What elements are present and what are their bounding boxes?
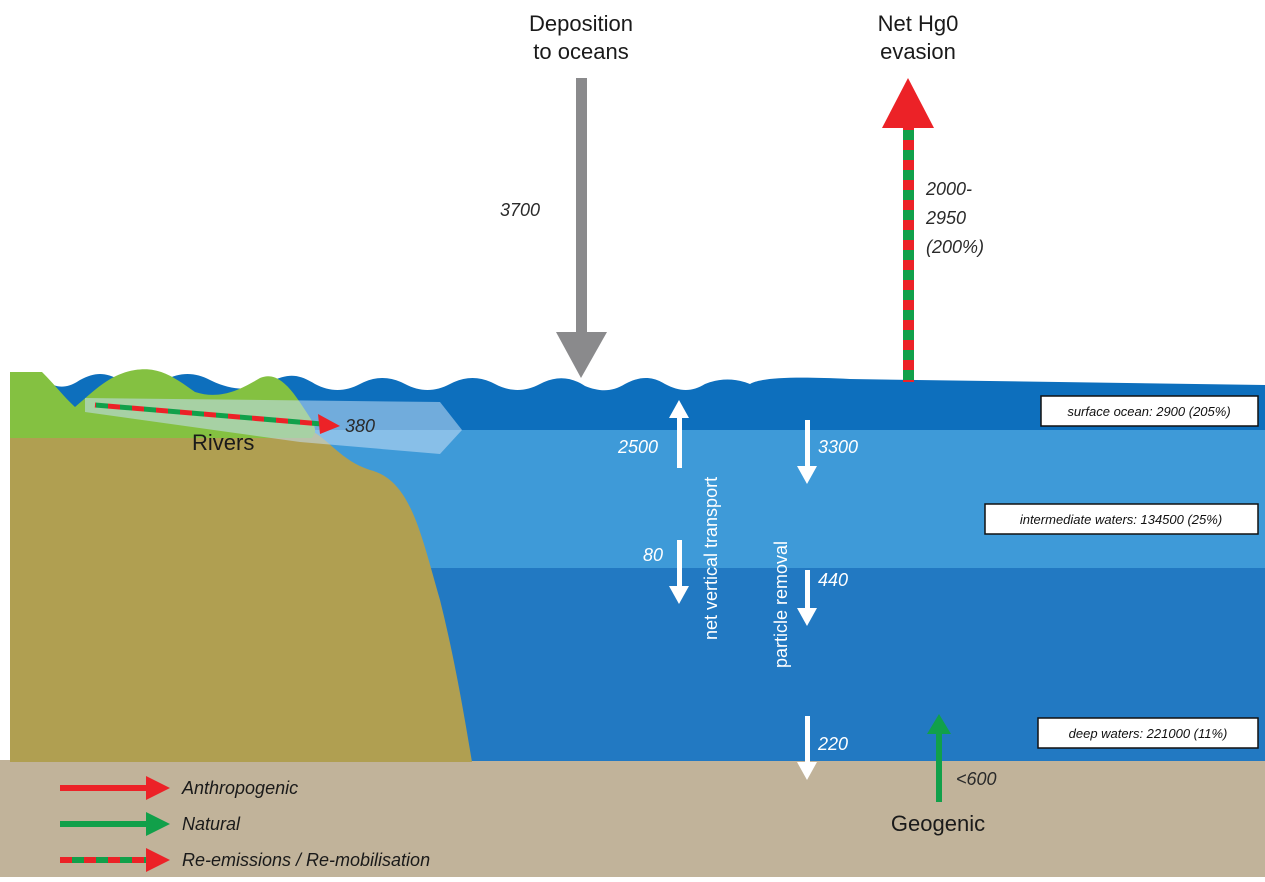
geogenic-label: Geogenic: [891, 811, 985, 836]
rivers-value: 380: [345, 416, 375, 436]
deposition-arrow-shaft: [576, 78, 587, 338]
intermediate-reservoir-box: [984, 503, 1259, 535]
intermediate-reservoir-label: intermediate waters: 134500 (25%): [1020, 512, 1222, 527]
geogenic-value: <600: [956, 769, 997, 789]
deposition-arrow-head: [556, 332, 607, 378]
down-arrow-surface-shaft: [805, 420, 810, 472]
down-deep-value: 220: [817, 734, 848, 754]
down-arrow-surface-head: [797, 466, 817, 484]
river-arrow-head: [318, 414, 340, 434]
deposition-title-line2: to oceans: [533, 39, 628, 64]
legend-anthropogenic-label: Anthropogenic: [181, 778, 298, 798]
evasion-value-line3: (200%): [926, 237, 984, 257]
land-mass: [10, 430, 472, 762]
geogenic-arrow-head: [927, 714, 951, 734]
evasion-value-line2: 2950: [925, 208, 966, 228]
legend-anthropogenic-shaft: [60, 785, 150, 791]
particle-removal-label: particle removal: [771, 541, 791, 668]
down-arrow-deep-head: [797, 762, 817, 780]
down-intermediate-right-value: 440: [818, 570, 848, 590]
down-arrow-intermediate-right-head: [797, 608, 817, 626]
rivers-label: Rivers: [192, 430, 254, 455]
evasion-arrow-head: [882, 78, 934, 128]
down-intermediate-left-value: 80: [643, 545, 663, 565]
legend-remobilisation-label: Re-emissions / Re-mobilisation: [182, 850, 430, 870]
down-arrow-intermediate-left-shaft: [677, 540, 682, 592]
up-arrow-surface-shaft: [677, 412, 682, 468]
legend-natural-shaft: [60, 821, 150, 827]
geogenic-arrow-shaft: [936, 730, 942, 802]
evasion-value-line1: 2000-: [925, 179, 972, 199]
legend: Anthropogenic Natural Re-emissions / Re-…: [60, 776, 430, 872]
sediment-floor: [0, 760, 1265, 877]
evasion-title-line1: Net Hg0: [878, 11, 959, 36]
river-arrow-shaft: [94, 402, 323, 427]
down-arrow-deep-shaft: [805, 716, 810, 766]
legend-natural-head: [146, 812, 170, 836]
legend-anthropogenic-head: [146, 776, 170, 800]
net-vertical-transport-label: net vertical transport: [701, 477, 721, 640]
evasion-arrow-shaft: [903, 110, 914, 382]
legend-remobilisation-head: [146, 848, 170, 872]
deposition-value: 3700: [500, 200, 540, 220]
evasion-title-line2: evasion: [880, 39, 956, 64]
deposition-title-line1: Deposition: [529, 11, 633, 36]
down-arrow-intermediate-left-head: [669, 586, 689, 604]
down-surface-value: 3300: [818, 437, 858, 457]
up-arrow-surface-head: [669, 400, 689, 418]
down-arrow-intermediate-right-shaft: [805, 570, 810, 614]
deep-reservoir-label: deep waters: 221000 (11%): [1069, 726, 1228, 741]
deep-reservoir-box: [1037, 717, 1259, 749]
legend-remobilisation-shaft: [60, 857, 150, 863]
surface-reservoir-box: [1040, 395, 1259, 427]
surface-reservoir-label: surface ocean: 2900 (205%): [1067, 404, 1230, 419]
legend-natural-label: Natural: [182, 814, 241, 834]
up-surface-value: 2500: [617, 437, 658, 457]
